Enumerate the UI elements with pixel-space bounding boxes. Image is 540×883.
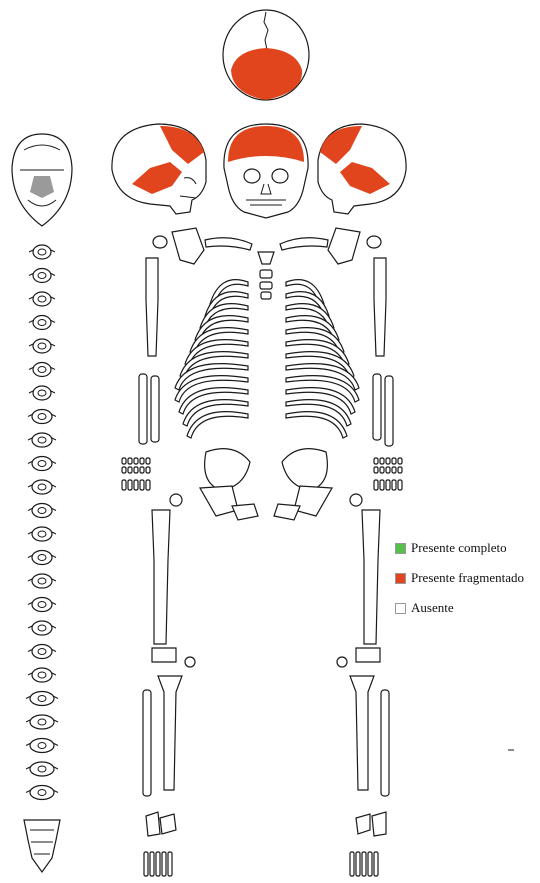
vertebra <box>29 339 55 353</box>
hand-bone <box>128 458 132 464</box>
foot-bone <box>156 852 160 876</box>
hand-bone <box>380 480 384 490</box>
hand-bone <box>398 458 402 464</box>
legend-item-complete: Presente completo <box>395 540 540 560</box>
left-arm <box>139 258 159 444</box>
vertebra <box>28 621 56 635</box>
hand-bone <box>134 458 138 464</box>
left-leg <box>143 494 195 836</box>
vertebra <box>26 692 58 706</box>
legend-item-absent: Ausente <box>395 600 540 620</box>
foot-bone <box>150 852 154 876</box>
vertebra <box>29 292 55 306</box>
vertebra <box>26 762 58 776</box>
vertebra <box>26 715 58 729</box>
right-hand <box>374 458 402 490</box>
left-hand <box>122 458 150 490</box>
foot-bone <box>374 852 378 876</box>
hand-bone <box>386 467 390 473</box>
foot-bone <box>356 852 360 876</box>
foot-bone <box>168 852 172 876</box>
hand-bone <box>380 467 384 473</box>
hand-bone <box>122 467 126 473</box>
foot-bone <box>144 852 148 876</box>
foot-bone <box>162 852 166 876</box>
hand-bone <box>134 480 138 490</box>
hand-bone <box>392 480 396 490</box>
hand-bone <box>140 480 144 490</box>
vertebra <box>29 245 55 259</box>
vertebra <box>28 480 56 494</box>
vertebral-column <box>26 245 58 800</box>
hand-bone <box>122 480 126 490</box>
legend-label: Presente fragmentado <box>411 570 524 586</box>
rib-right <box>286 412 347 438</box>
hand-bone <box>140 458 144 464</box>
right-leg <box>337 494 389 836</box>
hand-bone <box>380 458 384 464</box>
hand-bone <box>146 458 150 464</box>
vertebra <box>28 645 56 659</box>
vertebra <box>28 551 56 565</box>
vertebra <box>28 574 56 588</box>
hand-bone <box>398 480 402 490</box>
vertebra <box>28 527 56 541</box>
hand-bone <box>146 467 150 473</box>
hand-bone <box>374 480 378 490</box>
vertebra <box>29 269 55 283</box>
legend-label: Presente completo <box>411 540 507 556</box>
legend-swatch-absent <box>395 603 406 614</box>
vertebra <box>29 386 55 400</box>
hand-bone <box>398 467 402 473</box>
vertebra <box>28 433 56 447</box>
hand-bone <box>386 458 390 464</box>
foot-bone <box>368 852 372 876</box>
hand-bone <box>386 480 390 490</box>
vertebra <box>26 739 58 753</box>
sternum <box>258 252 274 299</box>
legend-swatch-fragmented <box>395 573 406 584</box>
vertebra <box>28 504 56 518</box>
vertebra <box>28 410 56 424</box>
skull-top-view <box>223 10 309 100</box>
hand-bone <box>122 458 126 464</box>
hand-bone <box>128 480 132 490</box>
legend-swatch-complete <box>395 543 406 554</box>
skull-right-lateral <box>318 124 406 214</box>
hand-bone <box>140 467 144 473</box>
hand-bone <box>392 467 396 473</box>
rib-left <box>187 412 248 438</box>
hand-bone <box>374 458 378 464</box>
right-arm <box>373 258 393 446</box>
sacrum <box>24 820 60 872</box>
legend-item-fragmented: Presente fragmentado <box>395 570 540 590</box>
foot-bone <box>350 852 354 876</box>
legend: Presente completo Presente fragmentado A… <box>395 540 540 630</box>
right-foot <box>350 852 378 876</box>
left-foot <box>144 852 172 876</box>
foot-bone <box>362 852 366 876</box>
vertebra <box>28 457 56 471</box>
hand-bone <box>146 480 150 490</box>
hand-bone <box>134 467 138 473</box>
vertebra <box>28 668 56 682</box>
vertebra <box>28 598 56 612</box>
hand-bone <box>128 467 132 473</box>
skull-inferior-view <box>12 134 72 226</box>
vertebra <box>29 316 55 330</box>
vertebra <box>26 786 58 800</box>
pelvis <box>200 449 332 520</box>
vertebra <box>29 363 55 377</box>
legend-label: Ausente <box>411 600 454 616</box>
hand-bone <box>392 458 396 464</box>
skull-left-lateral <box>112 124 206 214</box>
skull-frontal <box>224 124 308 218</box>
rib-cage <box>175 280 359 438</box>
hand-bone <box>374 467 378 473</box>
